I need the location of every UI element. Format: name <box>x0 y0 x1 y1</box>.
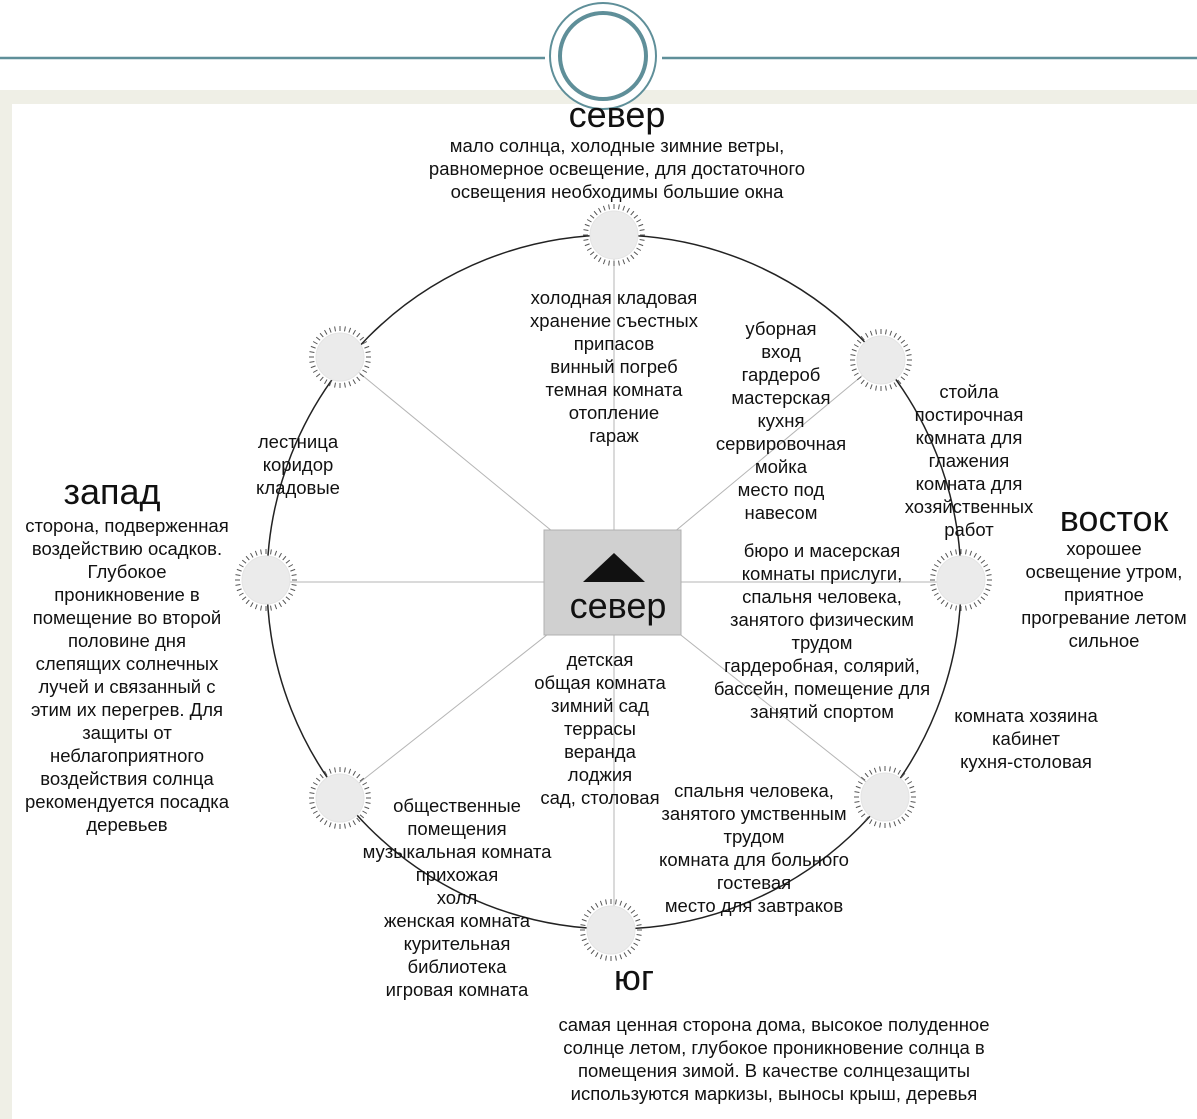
south-description: самая ценная сторона дома, высокое полуд… <box>558 1014 990 1104</box>
west-description: сторона, подверженная воздействию осадко… <box>24 515 230 835</box>
center-label: север <box>569 585 667 626</box>
sun-south-icon <box>580 899 642 961</box>
sun-north-west-icon <box>309 326 371 388</box>
east-description: хорошее освещение утром, приятное прогре… <box>1021 538 1187 651</box>
sun-north-east-icon <box>850 329 912 391</box>
north-arrow-icon <box>583 553 645 582</box>
east-title: восток <box>1059 498 1169 539</box>
sun-markers <box>235 204 992 961</box>
north-title: север <box>568 94 666 135</box>
sun-east-icon <box>930 549 992 611</box>
sun-south-east-icon <box>854 766 916 828</box>
sun-north-icon <box>583 204 645 266</box>
south-title: юг <box>613 957 655 998</box>
west-title: запад <box>63 471 161 512</box>
header-ring-inner <box>558 11 648 101</box>
sun-south-west-icon <box>309 767 371 829</box>
sun-west-icon <box>235 549 297 611</box>
header-decoration <box>0 2 1197 110</box>
north-description: мало солнца, холодные зимние ветры, равн… <box>428 135 806 202</box>
center-box <box>543 529 682 636</box>
